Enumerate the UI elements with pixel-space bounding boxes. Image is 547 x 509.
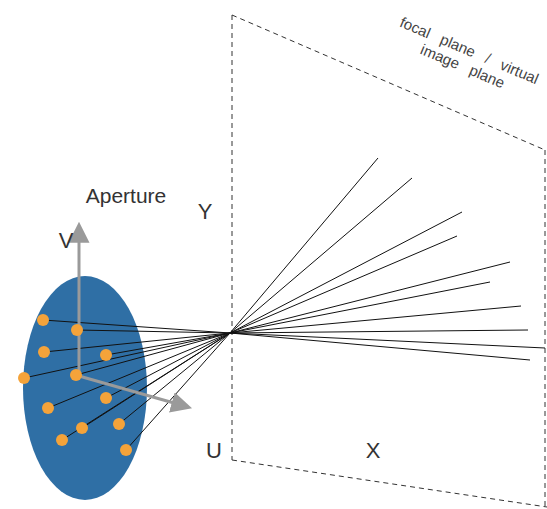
aperture-label: Aperture	[86, 184, 167, 208]
outgoing-ray	[230, 333, 530, 360]
outgoing-ray	[230, 330, 528, 333]
axis-label: V	[59, 228, 74, 253]
incoming-ray	[77, 330, 230, 333]
outgoing-ray	[230, 282, 490, 333]
sample-dot	[120, 444, 132, 456]
outgoing-ray	[230, 333, 545, 348]
outgoing-ray	[230, 306, 521, 333]
sample-dot	[113, 418, 125, 430]
outgoing-ray	[230, 262, 510, 333]
sample-dot	[38, 346, 50, 358]
incoming-ray	[24, 333, 230, 378]
sample-dot	[42, 402, 54, 414]
outgoing-ray	[230, 158, 378, 333]
aperture-axes	[79, 226, 188, 407]
incoming-ray	[126, 333, 230, 450]
aperture-disc	[23, 276, 147, 500]
sample-dot	[37, 314, 49, 326]
sample-points	[18, 314, 132, 456]
incoming-ray	[76, 333, 230, 375]
sample-dot	[76, 422, 88, 434]
axis-label: X	[366, 438, 381, 463]
incoming-ray	[62, 333, 230, 440]
light-rays	[24, 158, 545, 450]
sample-dot	[70, 369, 82, 381]
incoming-ray	[119, 333, 230, 424]
sample-dot	[100, 392, 112, 404]
incoming-ray	[106, 333, 230, 355]
sample-dot	[56, 434, 68, 446]
plane-label: focal plane / virtual image plane	[390, 13, 542, 103]
sample-dot	[100, 349, 112, 361]
incoming-ray	[43, 320, 230, 333]
axis-label: U	[206, 438, 222, 463]
incoming-ray	[48, 333, 230, 408]
sample-dot	[71, 324, 83, 336]
axis-label: Y	[198, 199, 213, 224]
sample-dot	[18, 372, 30, 384]
